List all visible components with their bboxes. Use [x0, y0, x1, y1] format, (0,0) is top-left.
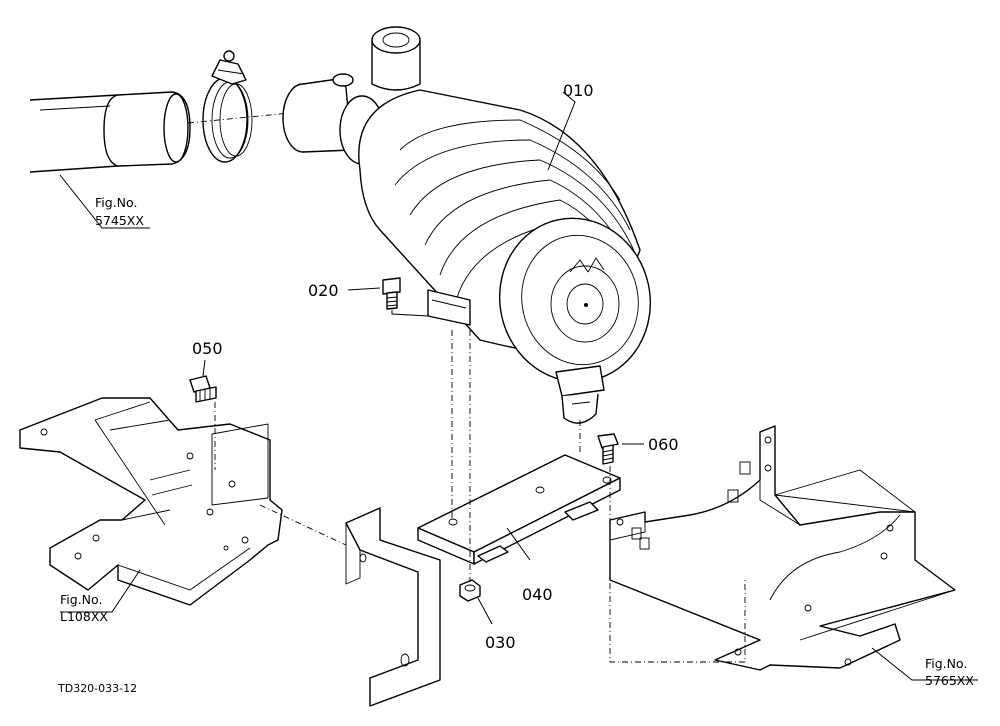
nut-030 — [459, 579, 481, 602]
intake-hose — [29, 91, 191, 173]
bolt-020 — [382, 277, 401, 310]
label-050: 050 — [192, 339, 223, 358]
right-frame — [609, 425, 956, 671]
hose-clamp — [202, 50, 253, 163]
fig-ref-right-frame-line1: Fig.No. — [925, 656, 967, 671]
fig-ref-hose-line1: Fig.No. — [95, 195, 137, 210]
drawing-code: TD320-033-12 — [57, 682, 137, 695]
fig-ref-hose-line2: 5745XX — [95, 213, 144, 228]
fig-ref-left-frame-line1: Fig.No. — [60, 592, 102, 607]
left-frame — [19, 397, 283, 606]
label-010: 010 — [563, 81, 594, 100]
label-060: 060 — [648, 435, 679, 454]
fig-ref-left-frame-line2: L108XX — [60, 609, 108, 624]
label-030: 030 — [485, 633, 516, 652]
fig-ref-right-frame-line2: 5765XX — [925, 673, 974, 688]
air-cleaner-assembly — [282, 26, 652, 424]
bolt-060 — [597, 433, 619, 465]
bolt-050 — [189, 375, 217, 403]
label-020: 020 — [308, 281, 339, 300]
mounting-bracket-040 — [345, 454, 621, 707]
label-040: 040 — [522, 585, 553, 604]
